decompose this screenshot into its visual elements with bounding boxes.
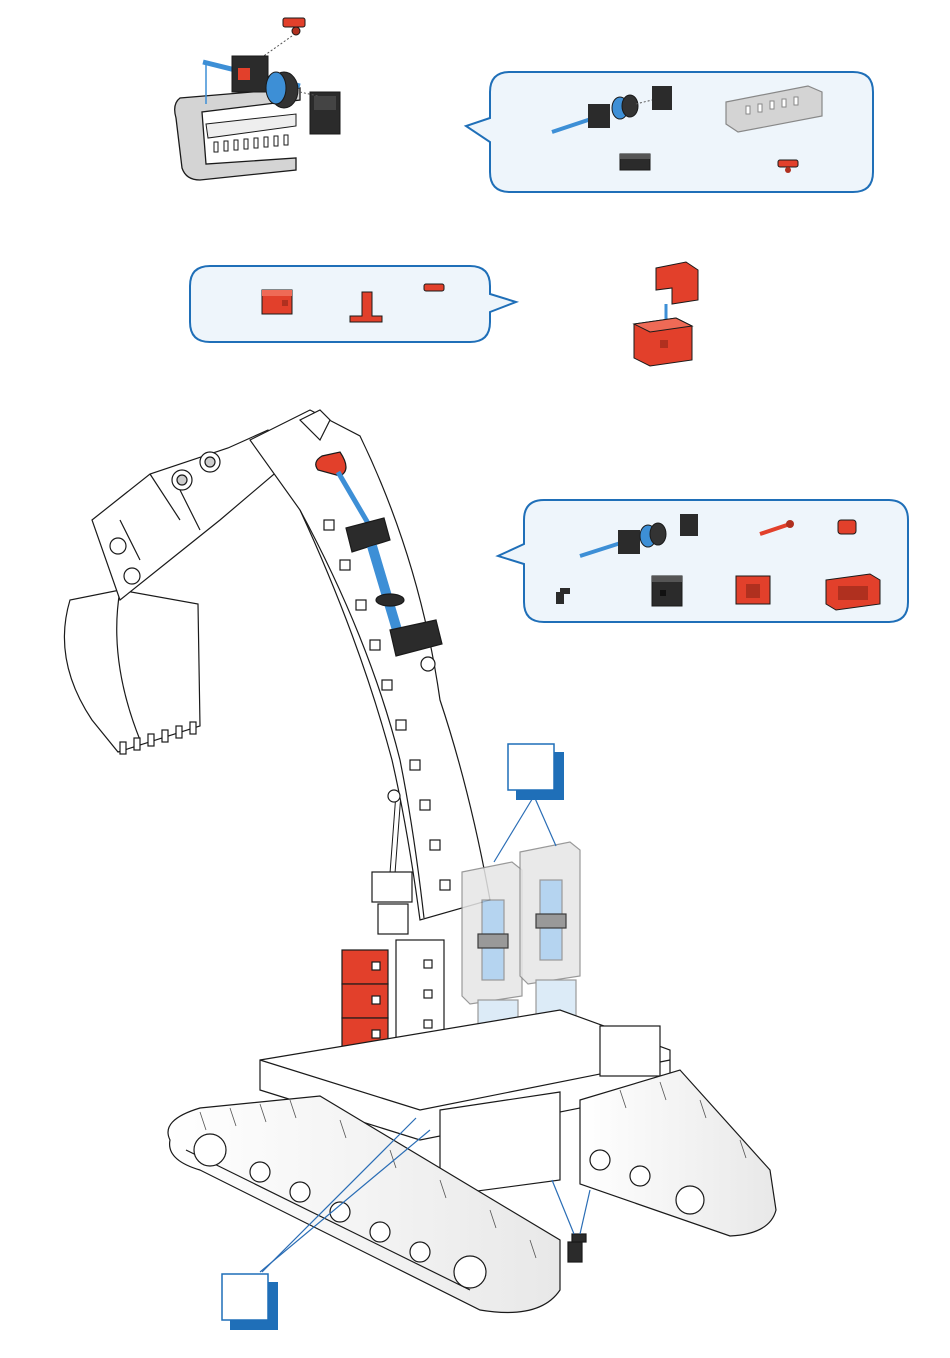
red-bracket-subassembly (634, 262, 698, 366)
red-clip-icon (283, 18, 305, 35)
callout-1 (466, 72, 873, 192)
bucket (64, 590, 200, 754)
black-block-icon (620, 154, 650, 170)
red-frame-icon (826, 574, 880, 610)
red-cube-icon (736, 576, 770, 604)
right-crawler-track (580, 1070, 776, 1236)
boom (250, 410, 490, 920)
callout-3 (498, 500, 908, 622)
reference-box-bottom (222, 1274, 278, 1330)
callout-2 (190, 266, 516, 342)
red-clip-icon (838, 520, 856, 534)
black-cube-icon (652, 576, 682, 606)
red-clip-icon (424, 284, 444, 291)
cylinder-jaw-subassembly (175, 18, 340, 180)
black-plug-icon (568, 1234, 586, 1262)
reference-box-top (508, 744, 564, 800)
red-cube-icon (634, 318, 692, 366)
red-cube-icon (262, 290, 292, 314)
